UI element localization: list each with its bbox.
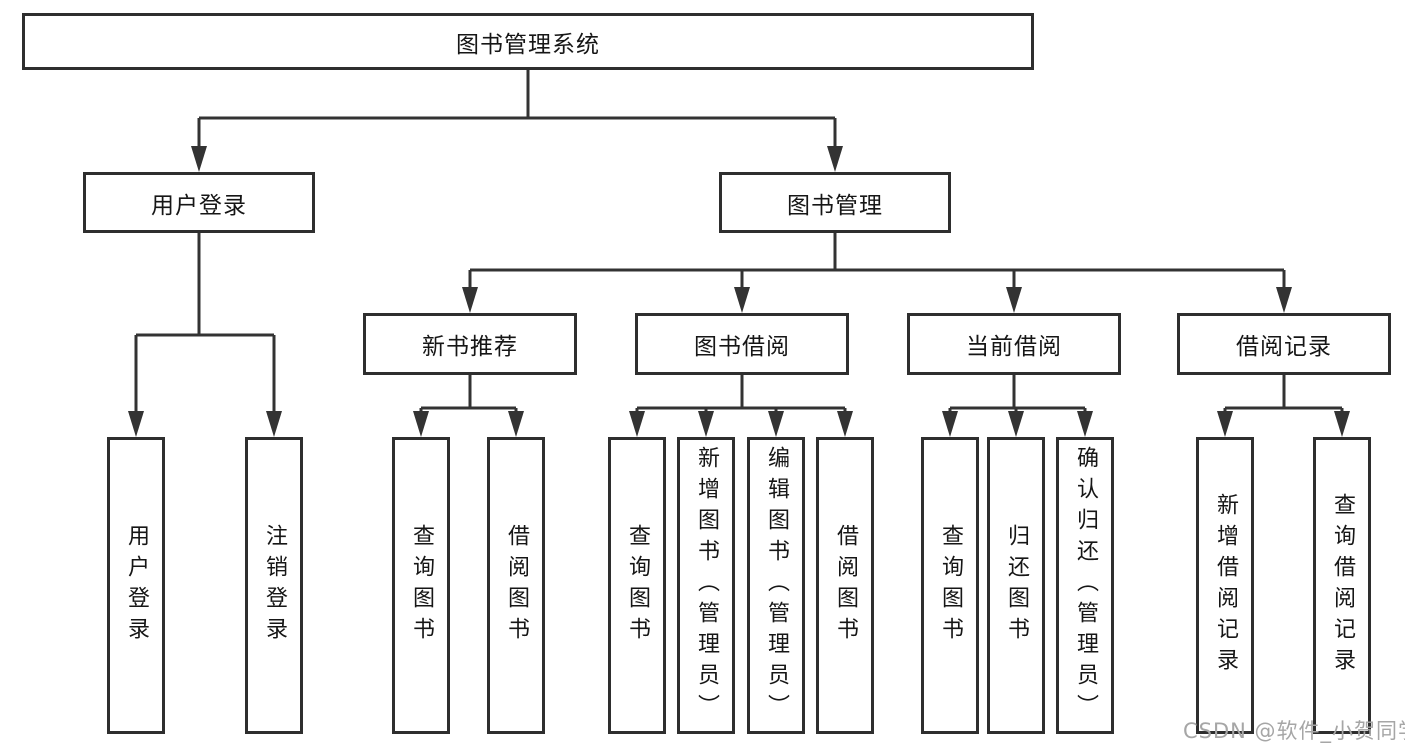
leaf-confirm-return-admin: 确认归还（管理员） [1056,437,1114,734]
leaf-borrow-books-recommend: 借阅图书 [487,437,545,734]
node-root: 图书管理系统 [22,13,1034,70]
leaf-user-login: 用户登录 [107,437,165,734]
leaf-query-books-current: 查询图书 [921,437,979,734]
leaf-add-borrow-record: 新增借阅记录 [1196,437,1254,734]
node-book-borrow: 图书借阅 [635,313,849,375]
node-current-borrow: 当前借阅 [907,313,1121,375]
leaf-query-books-borrow: 查询图书 [608,437,666,734]
leaf-query-borrow-record: 查询借阅记录 [1313,437,1371,734]
node-user-login: 用户登录 [83,172,315,233]
watermark: CSDN @软件_小贺同学 [1183,719,1405,743]
leaf-query-books-recommend: 查询图书 [392,437,450,734]
node-borrow-records: 借阅记录 [1177,313,1391,375]
node-new-book-recommend: 新书推荐 [363,313,577,375]
leaf-edit-book-admin: 编辑图书（管理员） [747,437,805,734]
leaf-logout: 注销登录 [245,437,303,734]
leaf-borrow-books: 借阅图书 [816,437,874,734]
leaf-add-book-admin: 新增图书（管理员） [677,437,735,734]
node-book-management: 图书管理 [719,172,951,233]
leaf-return-book: 归还图书 [987,437,1045,734]
